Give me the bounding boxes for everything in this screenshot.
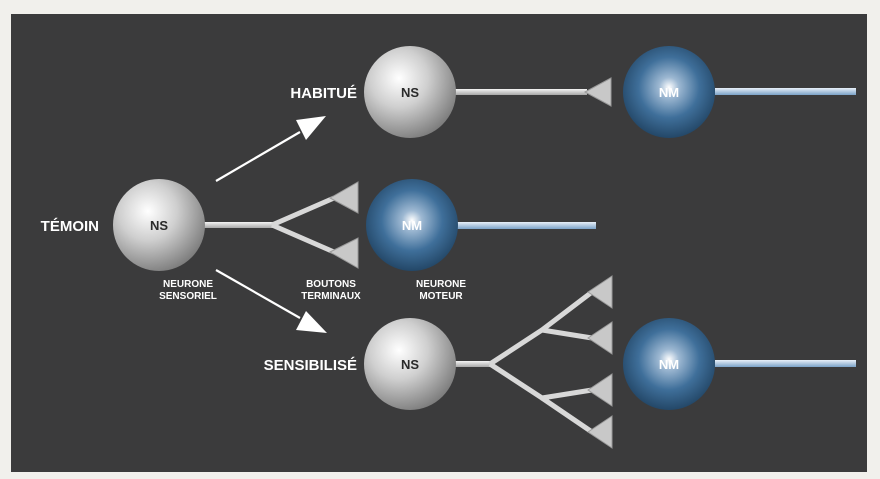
temoin-motor-label: NM bbox=[402, 218, 422, 233]
habitue-sensory-axon bbox=[455, 89, 587, 95]
temoin-motor-axon bbox=[455, 222, 596, 229]
condition-habitue: HABITUÉ bbox=[290, 85, 357, 102]
sensibilise-bouton-3 bbox=[587, 373, 613, 407]
habitue-sensory-label: NS bbox=[401, 85, 419, 100]
sensibilise-bouton-1 bbox=[587, 275, 613, 309]
sensibilise-sensory-neuron bbox=[364, 318, 456, 410]
caption-sensory-neuron: NEURONE SENSORIEL bbox=[159, 279, 217, 302]
arrow-to-habitue bbox=[215, 116, 326, 182]
sensibilise-motor-neuron bbox=[623, 318, 715, 410]
sensibilise-sensory-axon bbox=[455, 361, 493, 367]
temoin-sensory-label: NS bbox=[150, 218, 168, 233]
caption-motor-neuron: NEURONE MOTEUR bbox=[416, 279, 466, 302]
habitue-terminal-bouton bbox=[583, 77, 612, 107]
sensibilise-row bbox=[364, 275, 856, 449]
temoin-sensory-neuron bbox=[113, 179, 205, 271]
sensibilise-sensory-label: NS bbox=[401, 357, 419, 372]
temoin-sensory-axon bbox=[200, 222, 274, 228]
sensibilise-branches bbox=[488, 290, 594, 435]
sensibilise-bouton-4 bbox=[587, 415, 613, 449]
habitue-row bbox=[364, 46, 856, 138]
caption-sensory-line1: NEURONE bbox=[163, 279, 213, 290]
arrow-to-sensibilise bbox=[215, 269, 327, 333]
caption-motor-line1: NEURONE bbox=[416, 279, 466, 290]
sensibilise-motor-label: NM bbox=[659, 357, 679, 372]
temoin-bouton-lower bbox=[328, 237, 359, 269]
sensibilise-motor-axon bbox=[715, 360, 856, 367]
temoin-bouton-upper bbox=[328, 181, 359, 214]
condition-sensibilise: SENSIBILISÉ bbox=[264, 357, 357, 374]
caption-boutons: BOUTONS TERMINAUX bbox=[301, 279, 361, 302]
temoin-branch-upper bbox=[271, 195, 335, 228]
habitue-motor-axon bbox=[715, 88, 856, 95]
caption-motor-line2: MOTEUR bbox=[419, 291, 463, 302]
temoin-branch-lower bbox=[271, 222, 335, 255]
temoin-row bbox=[113, 179, 596, 271]
caption-sensory-line2: SENSORIEL bbox=[159, 291, 217, 302]
habitue-motor-label: NM bbox=[659, 85, 679, 100]
caption-boutons-line1: BOUTONS bbox=[306, 279, 356, 290]
temoin-motor-neuron bbox=[366, 179, 458, 271]
caption-boutons-line2: TERMINAUX bbox=[301, 291, 361, 302]
condition-temoin: TÉMOIN bbox=[41, 218, 99, 235]
sensibilise-bouton-2 bbox=[587, 321, 613, 355]
habitue-motor-neuron bbox=[623, 46, 715, 138]
habitue-sensory-neuron bbox=[364, 46, 456, 138]
